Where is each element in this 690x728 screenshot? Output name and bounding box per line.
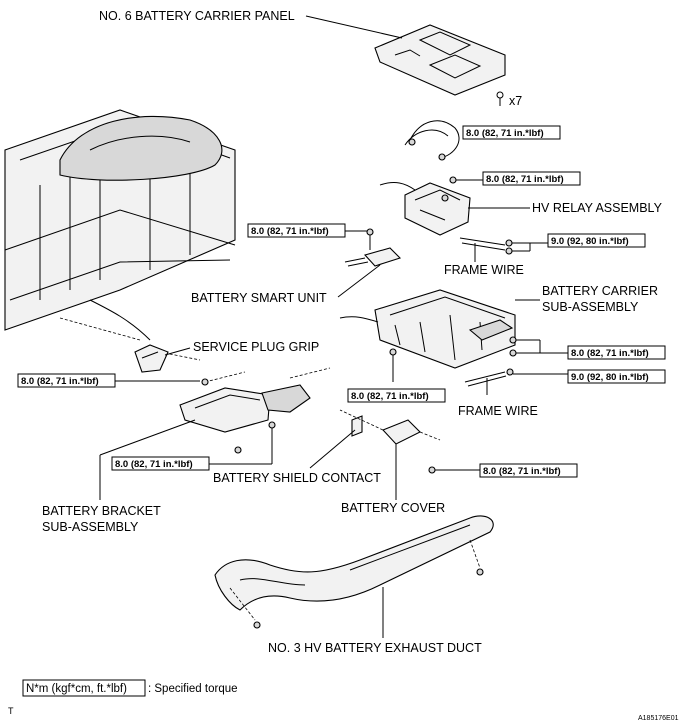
legend-text: : Specified torque xyxy=(148,683,238,695)
no3-hv-battery-exhaust-duct xyxy=(214,515,494,629)
torque-spec-10: 8.0 (82, 71 in.*lbf) xyxy=(435,463,578,478)
corner-mark: T xyxy=(8,706,14,716)
label-plug-grip: SERVICE PLUG GRIP xyxy=(193,340,319,354)
torque-spec-3: 8.0 (82, 71 in.*lbf) xyxy=(247,223,367,238)
torque-label: 8.0 (82, 71 in.*lbf) xyxy=(571,348,649,359)
torque-label: 8.0 (82, 71 in.*lbf) xyxy=(351,391,429,402)
frame-wire-lower xyxy=(464,368,514,387)
battery-smart-unit xyxy=(344,228,402,267)
torque-spec-2: 8.0 (82, 71 in.*lbf) xyxy=(456,171,581,186)
torque-spec-9: 8.0 (82, 71 in.*lbf) xyxy=(111,428,273,471)
service-plug-grip xyxy=(134,344,169,373)
torque-spec-4: 9.0 (92, 80 in.*lbf) xyxy=(512,233,646,252)
wire-harness xyxy=(404,120,460,161)
torque-spec-1: 8.0 (82, 71 in.*lbf) xyxy=(462,125,561,140)
label-smart-unit: BATTERY SMART UNIT xyxy=(191,291,327,305)
hv-battery-pack xyxy=(4,109,236,361)
label-carrier-sub-line2: SUB-ASSEMBLY xyxy=(542,300,639,314)
no6-battery-carrier-panel xyxy=(374,24,506,106)
torque-legend: N*m (kgf*cm, ft.*lbf) : Specified torque xyxy=(22,679,238,697)
label-shield-contact: BATTERY SHIELD CONTACT xyxy=(213,471,381,485)
torque-spec-7: 9.0 (92, 80 in.*lbf) xyxy=(513,369,666,384)
label-hv-relay: HV RELAY ASSEMBLY xyxy=(532,201,663,215)
label-exhaust-duct: NO. 3 HV BATTERY EXHAUST DUCT xyxy=(268,641,482,655)
torque-label: 8.0 (82, 71 in.*lbf) xyxy=(251,226,329,237)
torque-spec-5: 8.0 (82, 71 in.*lbf) xyxy=(509,336,666,360)
label-bracket-line2: SUB-ASSEMBLY xyxy=(42,520,139,534)
label-frame-wire-1: FRAME WIRE xyxy=(444,263,524,277)
label-battery-cover: BATTERY COVER xyxy=(341,501,445,515)
label-carrier-sub-line1: BATTERY CARRIER xyxy=(542,284,658,298)
battery-bracket-sub-assembly xyxy=(179,367,331,454)
torque-label: 8.0 (82, 71 in.*lbf) xyxy=(486,174,564,185)
battery-shield-contact xyxy=(351,415,363,437)
legend-unit: N*m (kgf*cm, ft.*lbf) xyxy=(26,683,127,695)
label-x7: x7 xyxy=(509,94,522,108)
torque-label: 8.0 (82, 71 in.*lbf) xyxy=(483,466,561,477)
frame-wire-upper xyxy=(459,237,513,255)
torque-spec-6: 8.0 (82, 71 in.*lbf) xyxy=(17,373,200,388)
label-frame-wire-2: FRAME WIRE xyxy=(458,404,538,418)
figure-id: A185176E01 xyxy=(638,715,679,722)
label-carrier-panel: NO. 6 BATTERY CARRIER PANEL xyxy=(99,9,295,23)
label-bracket-line1: BATTERY BRACKET xyxy=(42,504,161,518)
torque-spec-8: 8.0 (82, 71 in.*lbf) xyxy=(347,388,446,403)
torque-label: 8.0 (82, 71 in.*lbf) xyxy=(21,376,99,387)
torque-label: 9.0 (92, 80 in.*lbf) xyxy=(551,236,629,247)
torque-label: 8.0 (82, 71 in.*lbf) xyxy=(115,459,193,470)
battery-carrier-sub-assembly xyxy=(339,289,516,382)
torque-label: 8.0 (82, 71 in.*lbf) xyxy=(466,128,544,139)
hv-relay-assembly xyxy=(379,176,471,236)
torque-label: 9.0 (92, 80 in.*lbf) xyxy=(571,372,649,383)
